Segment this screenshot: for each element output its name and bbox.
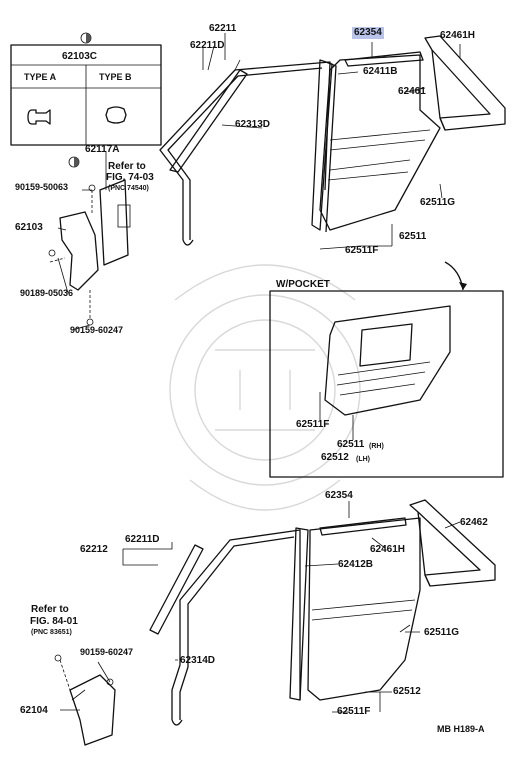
leader-lines (57, 33, 461, 713)
diagram-code: MB H189-A (437, 724, 485, 734)
part-62462: 62462 (460, 517, 488, 528)
part-62461h-bottom: 62461H (370, 544, 406, 555)
part-62512: 62512 (393, 686, 421, 697)
part-62211d-bottom: 62211D (125, 534, 160, 545)
part-62461: 62461 (398, 86, 426, 97)
part-62313d: 62313D (235, 119, 271, 130)
part-62511g-bottom: 62511G (424, 627, 460, 638)
part-90159-60247-top: 90159-60247 (70, 325, 124, 335)
lower-bracket-assembly (54, 654, 116, 746)
part-62461h-top: 62461H (440, 30, 476, 41)
pocket-inset-title: W/POCKET (276, 279, 330, 290)
lower-door-channel (149, 527, 309, 726)
ref-note-2-line2: FIG. 84-01 (30, 616, 78, 627)
watermark-logo (169, 264, 361, 511)
part-62354-top-highlighted: 62354 (352, 27, 384, 39)
part-90189-05036: 90189-05036 (20, 288, 74, 298)
type-a-label: TYPE A (24, 72, 57, 82)
part-62354-bottom: 62354 (325, 490, 353, 501)
part-62117a: 62117A (85, 144, 120, 155)
type-inset-box (10, 32, 162, 146)
part-62212: 62212 (80, 544, 108, 555)
lower-door-trim (307, 499, 496, 701)
part-62511f-bottom: 62511F (337, 706, 371, 717)
part-62211d-top: 62211D (190, 40, 225, 51)
inset-part-number: 62103C (62, 51, 98, 62)
part-62412b: 62412B (338, 559, 374, 570)
part-90159-60247-bottom: 90159-60247 (80, 647, 134, 657)
pocket-part-62512-side: (LH) (356, 456, 370, 463)
part-90159-50063: 90159-50063 (15, 182, 69, 192)
upper-bracket-assembly (48, 156, 131, 326)
ref-note-2-line3: (PNC 83651) (31, 629, 72, 636)
ref-note-1-line1: Refer to (108, 161, 146, 172)
part-62211: 62211 (209, 23, 237, 34)
pocket-inset-box (269, 261, 504, 478)
ref-note-1-line3: (PNC 74540) (108, 185, 149, 192)
ref-note-1-line2: FIG. 74-03 (106, 172, 154, 183)
pocket-part-62511-side: (RH) (369, 443, 384, 450)
part-62104: 62104 (20, 705, 48, 716)
pocket-part-62512: 62512 (321, 452, 349, 463)
ref-note-2-line1: Refer to (31, 604, 69, 615)
part-62511-top: 62511 (399, 231, 427, 242)
upper-door-channel (159, 59, 337, 246)
type-b-label: TYPE B (99, 72, 132, 82)
part-62411b: 62411B (363, 66, 398, 77)
pocket-part-62511f: 62511F (296, 419, 330, 430)
upper-door-trim (319, 35, 506, 231)
part-62511f-top: 62511F (345, 245, 379, 256)
part-62103: 62103 (15, 222, 43, 233)
part-62314d: 62314D (180, 655, 216, 666)
part-62511g-top: 62511G (420, 197, 456, 208)
pocket-part-62511: 62511 (337, 439, 365, 450)
